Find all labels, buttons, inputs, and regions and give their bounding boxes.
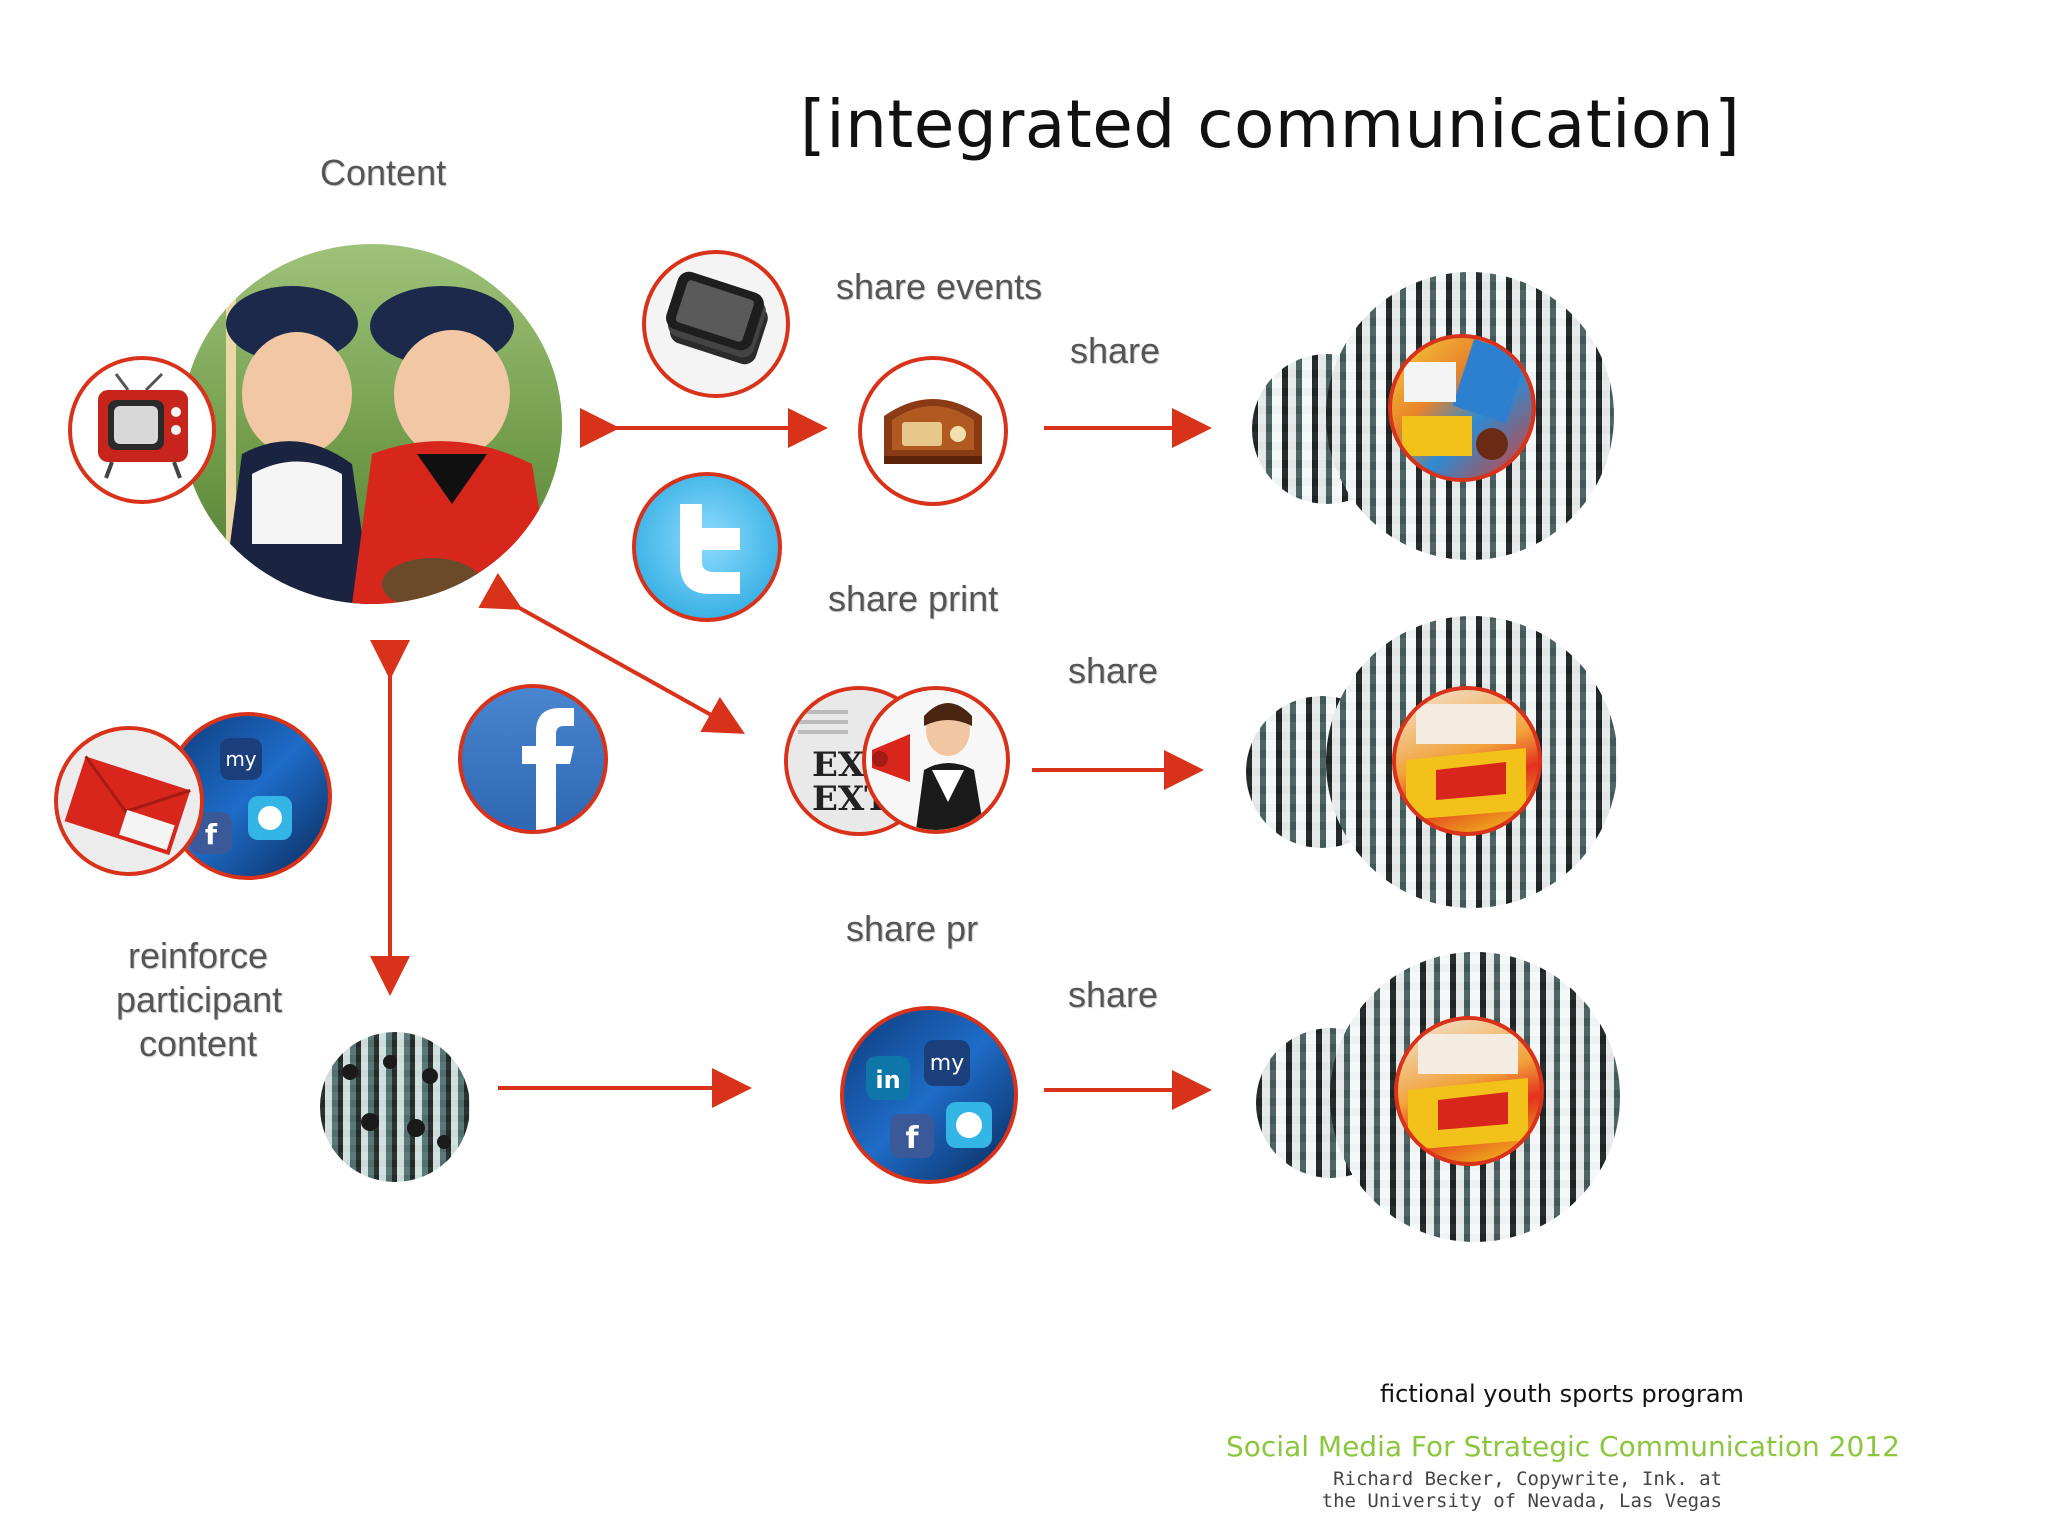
phone-circle [642,250,790,398]
snacks-icon [1406,704,1526,820]
facebook-icon [522,708,574,830]
envelope-circle [54,726,204,876]
share-label-2: share [1068,650,1159,691]
facebook-circle [458,684,608,834]
crowd-reinforce [320,1032,470,1182]
snacks-circle-3 [1394,1016,1544,1166]
social-apps-circle-pr: in my f [840,1006,1018,1184]
megaphone-circle [862,686,1010,834]
svg-text:in: in [875,1066,900,1094]
snacks-icon [1402,339,1528,460]
content-label: Content [320,152,447,193]
svg-text:f: f [905,1121,919,1156]
share-label-3: share [1068,974,1159,1015]
footer-credit: Richard Becker, Copywrite, Ink. at the U… [1200,1468,1722,1512]
footer-note: fictional youth sports program [1380,1380,1744,1408]
snacks-circle-1 [1388,334,1536,482]
footer-course: Social Media For Strategic Communication… [1226,1430,1900,1463]
crowd-icon [342,1055,451,1149]
social-apps-icon: in my f [866,1040,992,1158]
tv-circle [68,356,216,504]
snacks-icon [1408,1034,1528,1150]
envelope-icon [64,755,191,856]
baseball-kids-icon [222,264,554,604]
svg-text:f: f [205,818,218,851]
svg-text:my: my [930,1051,964,1076]
share-label-1: share [1070,330,1161,371]
reinforce-line-2: participant [116,979,283,1020]
snacks-circle-2 [1392,686,1542,836]
social-apps-circle-left: my f [164,712,332,880]
megaphone-icon [872,703,984,830]
baseball-kids-photo [182,244,562,604]
twitter-icon [680,504,740,594]
reinforce-line-1: reinforce [127,935,269,976]
phone-icon [666,271,768,365]
reinforce-line-3: content [138,1023,258,1064]
share-events-label: share events [836,266,1043,307]
footer-credit-line-2: the University of Nevada, Las Vegas [1321,1490,1722,1512]
share-pr-label: share pr [846,908,979,949]
reinforce-label: reinforce participant content [116,934,283,1066]
twitter-circle [632,472,782,622]
radio-icon [884,399,982,464]
radio-circle [858,356,1008,506]
share-print-label: share print [828,578,999,619]
page-title: [integrated communication] [800,86,1741,163]
arrow-content-print [478,572,745,734]
svg-text:my: my [225,747,256,771]
footer-credit-line-1: Richard Becker, Copywrite, Ink. at [1333,1468,1722,1490]
tv-icon [98,372,188,479]
